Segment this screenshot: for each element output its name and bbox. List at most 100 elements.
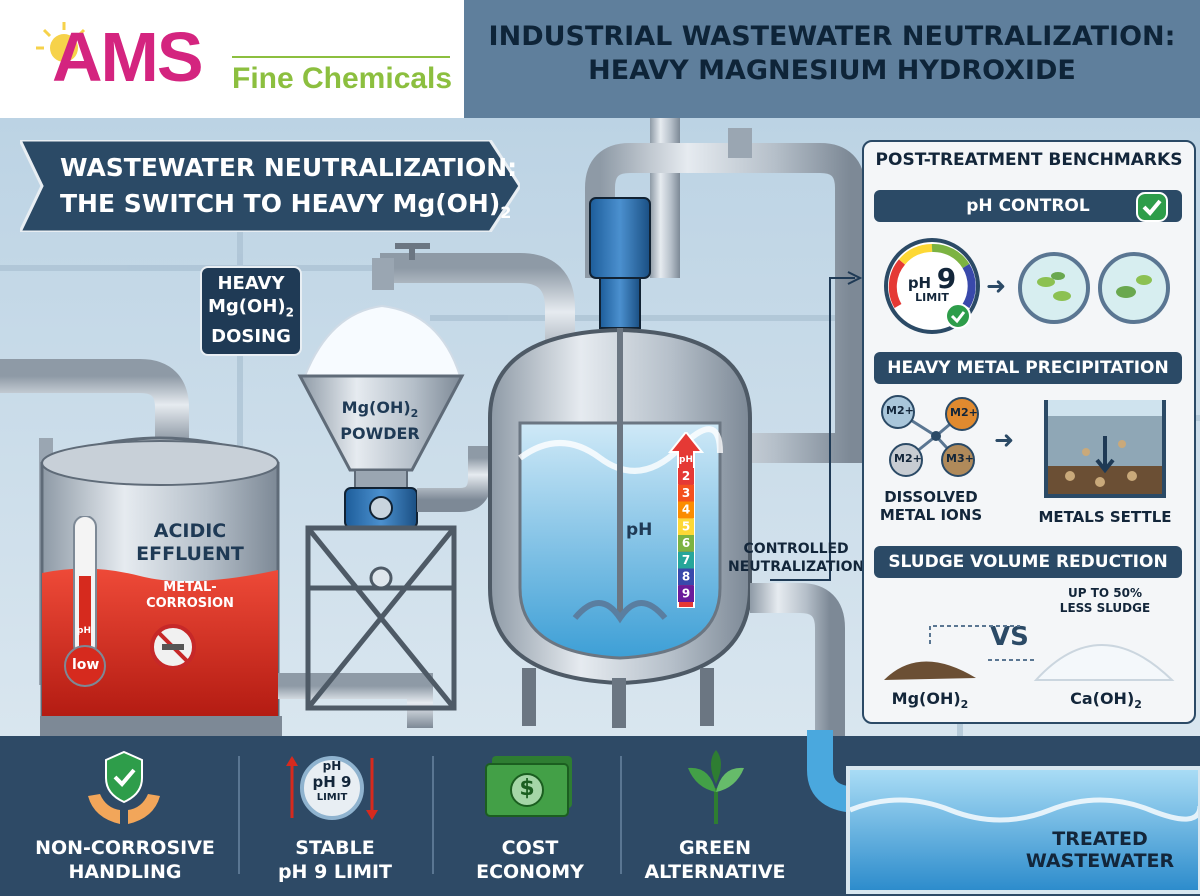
ph-scale-value: 9 [682,586,690,600]
feature-1-line-2: HANDLING [68,861,182,883]
feature-2-line-2: pH 9 LIMIT [277,861,393,883]
ca-label: Ca(OH)2 [1056,690,1156,714]
logo-fine-chemicals: Fine Chemicals [232,62,453,95]
dissolved-line-1: DISSOLVED [884,488,978,506]
hopper-line-2: POWDER [340,424,420,444]
treated-water-pool [807,730,1200,894]
banner-line-2-text: THE SWITCH TO HEAVY Mg(OH) [60,189,501,218]
section-sludge: SLUDGE VOLUME REDUCTION [874,546,1182,578]
gauge-limit: LIMIT [915,291,949,304]
thermometer-icon [64,516,106,687]
gauge-value: 9 [936,262,957,295]
ph-scale-value: 7 [682,553,690,567]
dosing-line-2: Mg(OH)2 [202,295,300,325]
ph-scale-band [678,501,694,519]
ion-4: M3+ [946,452,974,465]
ph-scale-band [678,468,694,485]
logo-divider [232,56,450,58]
title-line-2: HEAVY MAGNESIUM HYDROXIDE [588,55,1076,86]
feature-4-line-2: ALTERNATIVE [644,861,786,883]
section-heavy-metal: HEAVY METAL PRECIPITATION [874,352,1182,384]
ph-scale-value: 8 [682,570,690,584]
mg-text: Mg(OH) [891,689,961,708]
treated-line-1: TREATED [1052,828,1148,850]
feature-3-line-2: ECONOMY [476,861,584,883]
hands-shield-icon [88,750,160,824]
tank-line-1: ACIDIC [153,520,227,542]
ph-scale-band [678,568,694,586]
treated-label: TREATED WASTEWATER [1010,828,1190,872]
ph-icon-line-3: LIMIT [316,792,348,803]
dosing-label: HEAVY Mg(OH)2 DOSING [200,266,302,356]
settle-label: METALS SETTLE [1038,508,1172,526]
mg-label: Mg(OH)2 [880,690,980,714]
ion-2: M2+ [950,406,978,419]
no-corrosion-icon [150,624,196,670]
header-bar [464,0,1200,118]
tank-line-4: CORROSION [146,596,234,611]
feature-2-line-1: STABLE [295,837,375,859]
tank-label-corrosion: METAL- CORROSION [120,580,260,612]
controlled-neutralization: CONTROLLED NEUTRALIZATION [728,540,864,576]
feature-1-line-1: NON-CORROSIVE [35,837,215,859]
treated-line-2: WASTEWATER [1025,850,1175,872]
dosing-line-2-text: Mg(OH) [208,296,286,317]
ph-icon-line-2: pH 9 [312,773,352,791]
divider-1 [238,756,240,874]
ca-text: Ca(OH) [1070,689,1135,708]
ph-scale-top: pH [679,455,693,465]
logo-area [0,0,464,118]
tank-label-main: ACIDIC EFFLUENT [120,520,260,566]
metal-ions-icon [881,395,979,477]
ph-scale-band [678,518,694,535]
hopper-line-1-text: Mg(OH) [341,398,411,417]
ph-icon-line-1: pH [322,759,342,773]
feature-non-corrosive: NON-CORROSIVE HANDLING [20,836,230,884]
upto-line-1: UP TO 50% [1067,586,1142,600]
banner-shape [20,140,520,232]
leaf-icon [688,750,744,824]
ph-scale-value: 3 [682,486,690,500]
ion-3: M2+ [894,452,922,465]
hopper-line-1: Mg(OH)2 [320,398,440,424]
ph-scale-band [678,484,694,502]
ph-scale-band [678,585,694,602]
divider-2 [432,756,434,874]
dosing-line-2-sub: 2 [285,305,294,320]
settling-beaker-icon [1044,400,1166,498]
arrow-right-icon: ➜ [986,272,1007,300]
money-icon [485,756,572,817]
ph-scale-value: 4 [682,503,690,517]
upto-label: UP TO 50% LESS SLUDGE [1050,586,1160,616]
ph-scale-value: 5 [682,519,690,533]
section-ph-control: pH CONTROL [874,190,1182,222]
thermo-low-label: low [72,657,100,673]
feature-3-line-1: COST [501,837,559,859]
bacteria-dish-icon [1018,252,1170,324]
controlled-line-1: CONTROLLED [743,541,849,557]
banner-line-1: WASTEWATER NEUTRALIZATION: [60,153,518,182]
dosing-line-1: HEAVY [217,273,285,294]
ph-stable-text: pH pH 9 LIMIT [302,758,362,806]
page-title: INDUSTRIAL WASTEWATER NEUTRALIZATION: HE… [464,20,1200,88]
logo-ams-text: AMS [52,18,204,96]
divider-3 [620,756,622,874]
money-symbol: $ [519,776,535,801]
ph-scale-band [678,551,694,569]
arrow-right-icon-2: ➜ [994,426,1015,454]
ph-scale-value: 6 [682,536,690,550]
hopper-line-1-sub: 2 [410,407,419,421]
banner-title: WASTEWATER NEUTRALIZATION: THE SWITCH TO… [60,150,517,231]
benchmarks-panel [862,140,1196,724]
feature-cost-economy: COST ECONOMY [445,836,615,884]
ph-gauge-icon [884,238,980,334]
banner-line-2: THE SWITCH TO HEAVY Mg(OH)2 [60,186,517,231]
feature-4-line-1: GREEN [678,837,752,859]
dissolved-line-2: METAL IONS [879,506,983,524]
feature-green-alternative: GREEN ALTERNATIVE [630,836,800,884]
title-line-1: INDUSTRIAL WASTEWATER NEUTRALIZATION: [488,21,1176,52]
ion-1: M2+ [886,404,914,417]
banner-line-2-sub: 2 [500,203,512,222]
dissolved-label: DISSOLVED METAL IONS [876,488,986,524]
